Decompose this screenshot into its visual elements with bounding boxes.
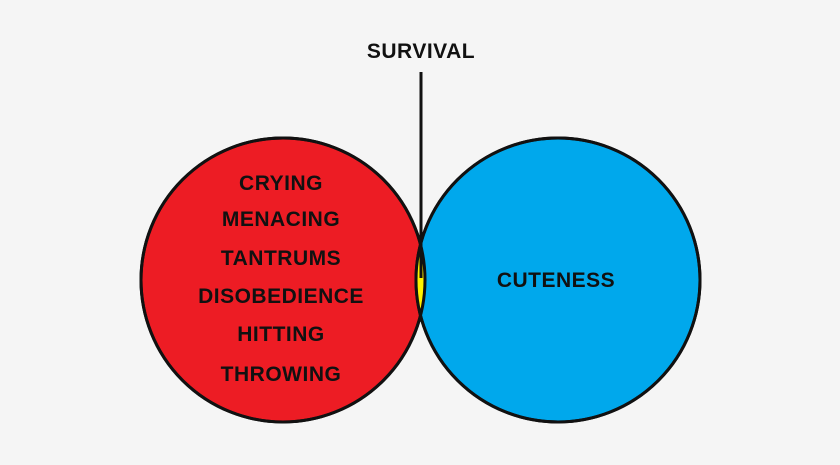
left-set-item: DISOBEDIENCE xyxy=(198,285,364,308)
left-set-item: TANTRUMS xyxy=(221,247,341,270)
right-set-outline xyxy=(414,136,702,424)
intersection-label: SURVIVAL xyxy=(367,40,475,63)
left-set-item: MENACING xyxy=(222,208,340,231)
left-set-item: CRYING xyxy=(239,172,323,195)
left-set-item: HITTING xyxy=(237,323,325,346)
right-set-label: CUTENESS xyxy=(497,269,615,292)
left-set-item: THROWING xyxy=(221,363,342,386)
left-set-outline xyxy=(139,136,427,424)
